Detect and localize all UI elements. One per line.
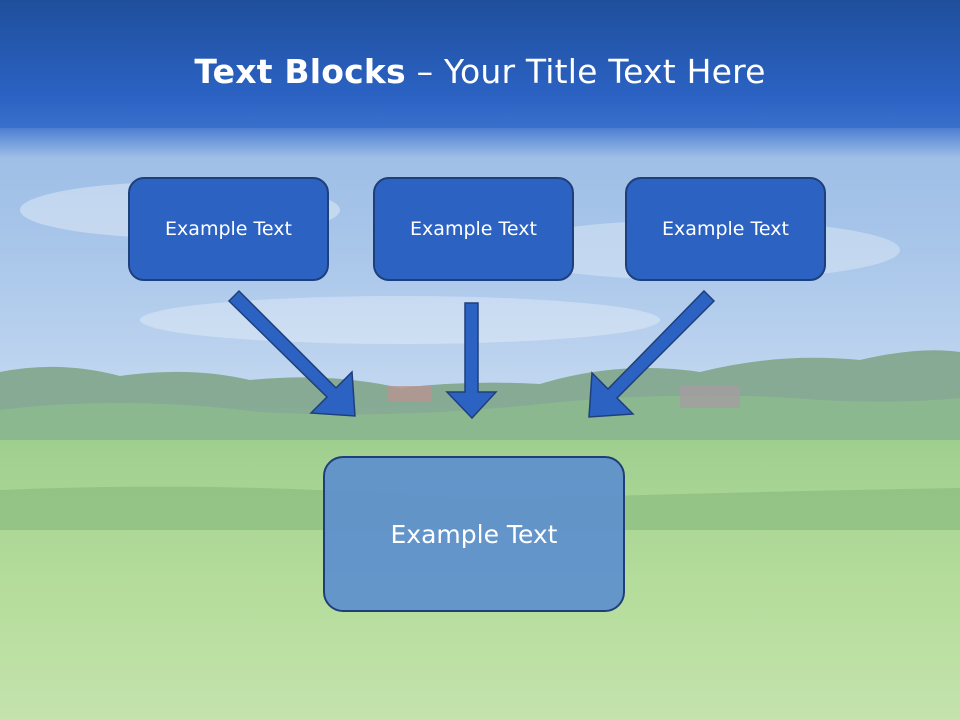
arrow-down-icon <box>445 302 498 420</box>
text-block-3[interactable]: Example Text <box>625 177 826 281</box>
page-title: Text Blocks – Your Title Text Here <box>0 52 960 91</box>
arrow-down-left-icon <box>588 289 716 418</box>
result-block[interactable]: Example Text <box>323 456 625 612</box>
text-block-2[interactable]: Example Text <box>373 177 574 281</box>
text-block-3-label: Example Text <box>662 218 789 240</box>
text-block-1[interactable]: Example Text <box>128 177 329 281</box>
title-rest: Your Title Text Here <box>443 52 766 91</box>
text-block-1-label: Example Text <box>165 218 292 240</box>
title-separator: – <box>405 52 444 91</box>
result-block-label: Example Text <box>390 519 558 549</box>
text-block-2-label: Example Text <box>410 218 537 240</box>
title-bold: Text Blocks <box>194 52 406 91</box>
arrow-down-right-icon <box>227 289 356 417</box>
